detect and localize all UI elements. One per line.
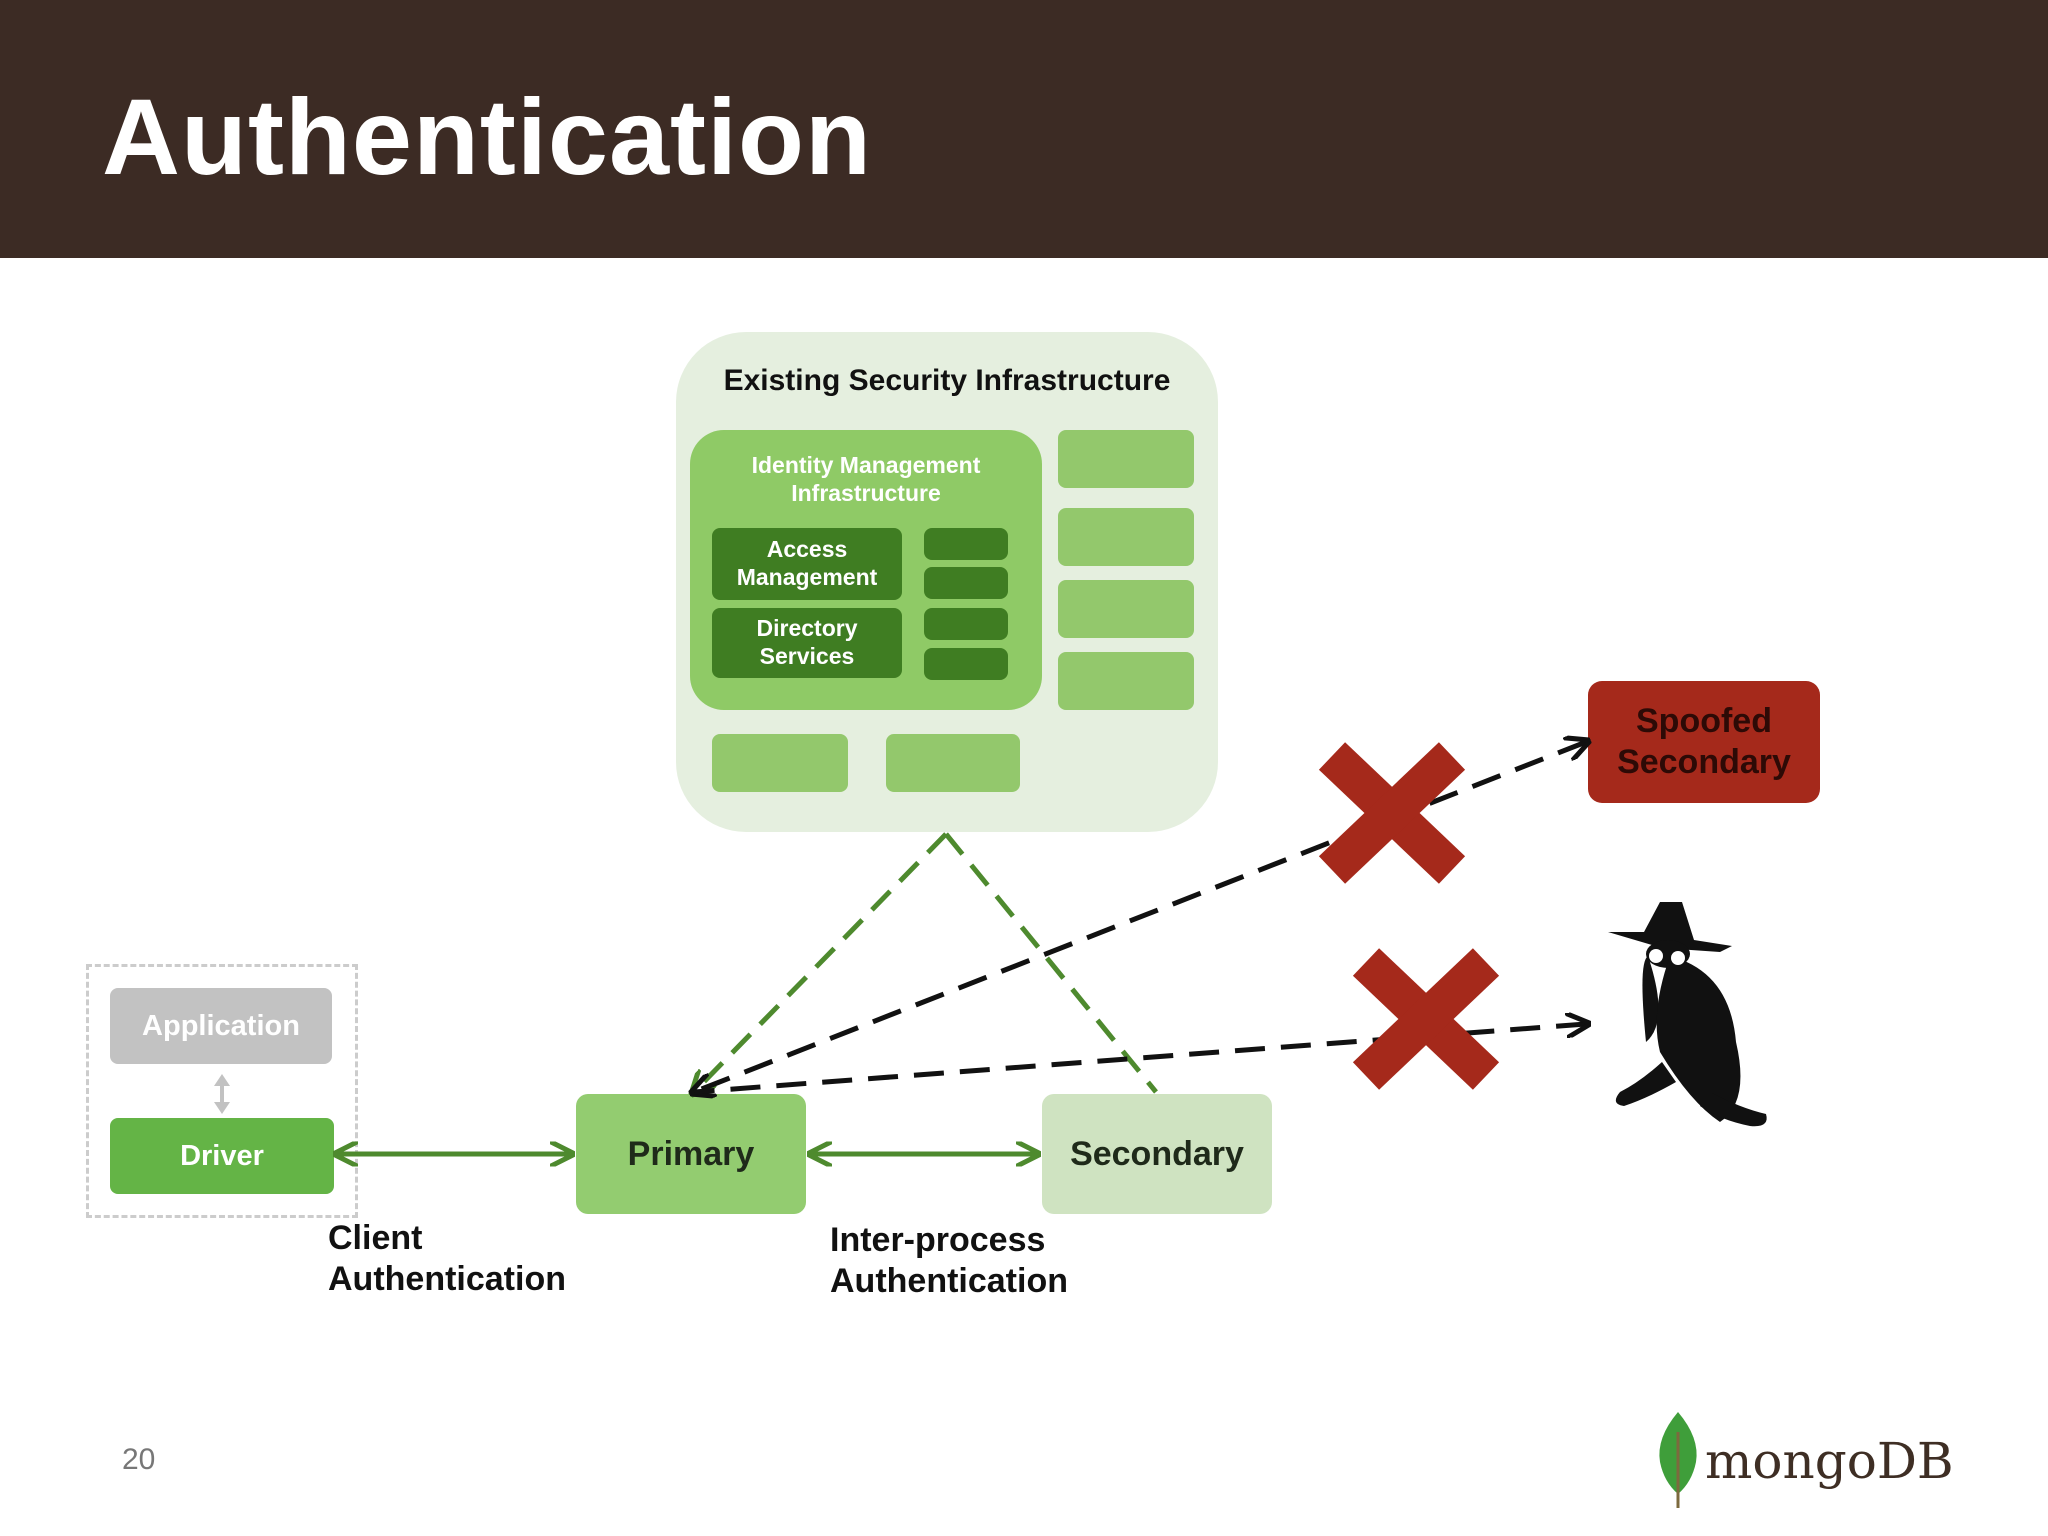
spy-icon xyxy=(1608,902,1767,1127)
mongodb-logo-text: mongoDB xyxy=(1705,1432,1954,1490)
attack-line-spoofed xyxy=(694,742,1586,1092)
dark-block-3 xyxy=(924,608,1008,640)
identity-management-title: Identity Management Infrastructure xyxy=(751,452,981,506)
infra-block-1 xyxy=(1058,430,1194,488)
dark-block-2 xyxy=(924,567,1008,599)
driver-box: Driver xyxy=(110,1118,334,1194)
page-number: 20 xyxy=(122,1443,156,1476)
directory-services-box: Directory Services xyxy=(712,608,902,678)
infra-to-secondary-dashed xyxy=(944,832,1158,1094)
security-infrastructure-title: Existing Security Infrastructure xyxy=(723,364,1171,397)
dark-block-4 xyxy=(924,648,1008,680)
app-driver-updown-icon xyxy=(214,1074,230,1114)
blocked-cross-icon-2 xyxy=(1352,948,1500,1090)
access-management-box: Access Management xyxy=(712,528,902,600)
mongodb-leaf-icon xyxy=(1659,1412,1697,1508)
infra-block-2 xyxy=(1058,508,1194,566)
infra-to-primary-dashed xyxy=(694,832,948,1092)
blocked-cross-icon-1 xyxy=(1318,742,1466,884)
client-authentication-label: Client Authentication xyxy=(328,1219,566,1298)
client-stack-frame xyxy=(86,964,358,1218)
secondary-node: Secondary xyxy=(1042,1094,1272,1214)
application-box: Application xyxy=(110,988,332,1064)
spoofed-secondary-node: Spoofed Secondary xyxy=(1588,681,1820,803)
title-bar xyxy=(0,0,2048,258)
slide-title: Authentication xyxy=(102,76,872,197)
infra-block-4 xyxy=(1058,652,1194,710)
primary-node: Primary xyxy=(576,1094,806,1214)
interprocess-authentication-label: Inter-process Authentication xyxy=(830,1221,1068,1300)
dark-block-1 xyxy=(924,528,1008,560)
infra-block-3 xyxy=(1058,580,1194,638)
